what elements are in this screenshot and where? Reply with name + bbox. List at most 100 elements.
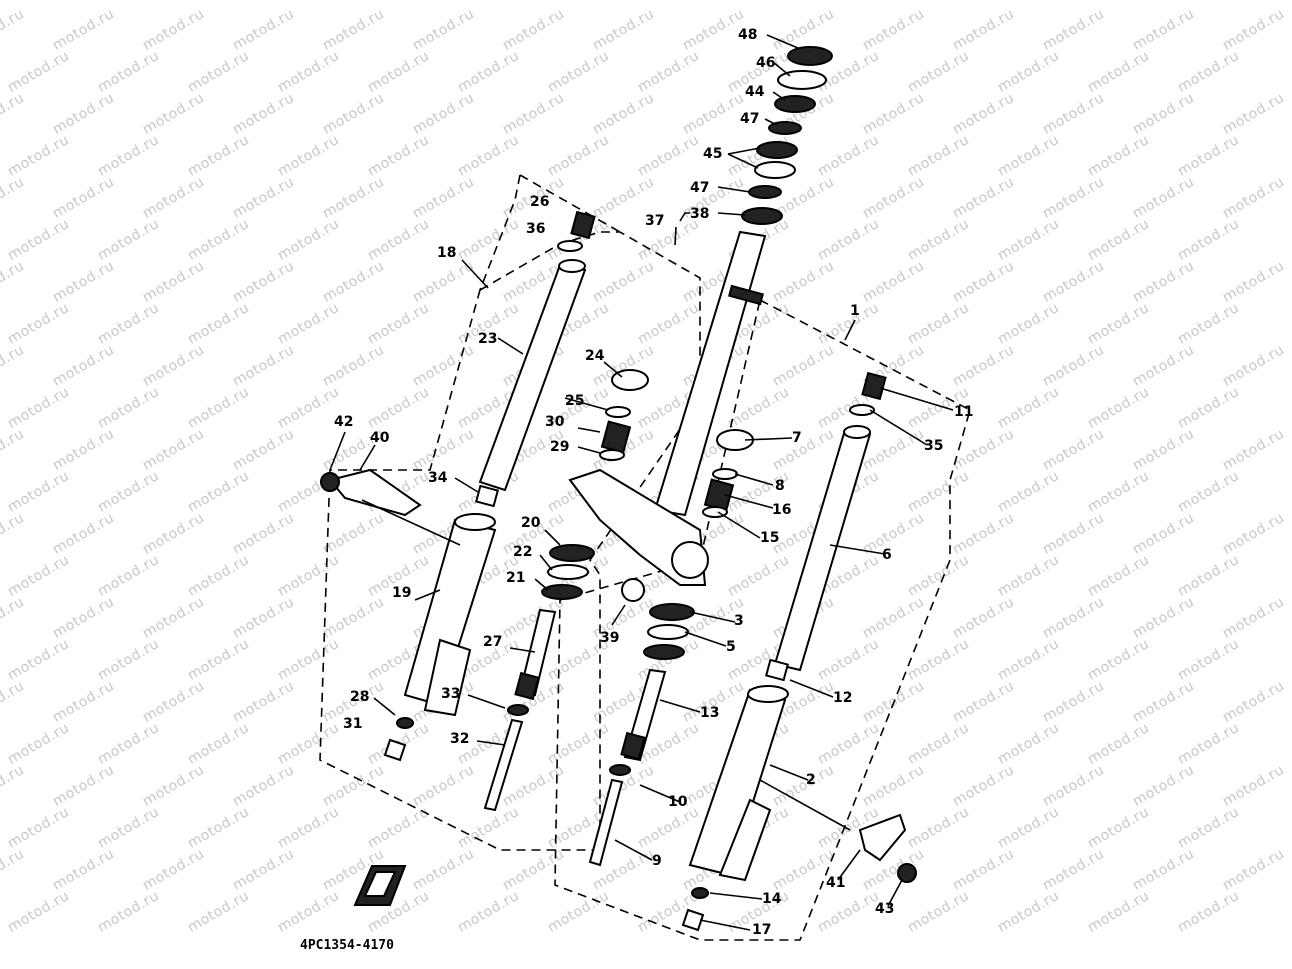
spring-16 [703, 478, 735, 512]
left-outer-lug [423, 638, 472, 717]
damper-rod-27 [518, 608, 557, 697]
seal-20 [549, 544, 595, 562]
label-27: 27 [483, 634, 503, 650]
label-22: 22 [513, 544, 533, 560]
bolt-17 [681, 908, 705, 932]
race-45-bottom [754, 161, 796, 179]
label-41: 41 [826, 875, 846, 891]
bearing-47-bottom [748, 185, 782, 199]
race-45-top [756, 141, 798, 159]
label-16: 16 [772, 502, 792, 518]
ring-nut-48 [787, 46, 833, 66]
right-outer-lug [718, 798, 772, 882]
left-inner-tube [478, 263, 587, 492]
ring-8 [712, 468, 738, 480]
spring-30 [600, 420, 632, 454]
label-33: 33 [441, 686, 461, 702]
rod-9 [588, 778, 624, 867]
label-1: 1 [850, 303, 860, 319]
label-5: 5 [726, 639, 736, 655]
seal-10 [609, 764, 631, 776]
left-tube-top [558, 259, 586, 273]
collar-34 [475, 484, 499, 508]
rod-32 [483, 718, 524, 812]
label-48: 48 [738, 27, 758, 43]
label-13: 13 [700, 705, 720, 721]
plug-39 [621, 578, 645, 602]
seal-3 [649, 603, 695, 621]
label-30: 30 [545, 414, 565, 430]
spring-26 [570, 210, 596, 240]
under-bracket [568, 468, 707, 586]
label-29: 29 [550, 439, 570, 455]
label-8: 8 [775, 478, 785, 494]
cap-24 [611, 369, 649, 391]
bolt-43 [897, 863, 917, 883]
label-17: 17 [752, 922, 772, 938]
label-19: 19 [392, 585, 412, 601]
label-39: 39 [600, 630, 620, 646]
washer-28 [396, 717, 414, 729]
washer-46 [777, 70, 827, 90]
label-12: 12 [833, 690, 853, 706]
washer-36 [557, 240, 583, 252]
rod-spring [514, 671, 540, 701]
ring-25 [605, 406, 631, 418]
washer-21 [541, 584, 583, 600]
clip-5 [647, 624, 689, 640]
label-32: 32 [450, 731, 470, 747]
clip-22 [547, 564, 589, 580]
label-43: 43 [875, 901, 895, 917]
rod13-spring [620, 731, 646, 761]
label-23: 23 [478, 331, 498, 347]
label-28: 28 [350, 689, 370, 705]
label-15: 15 [760, 530, 780, 546]
label-9: 9 [652, 853, 662, 869]
label-35: 35 [924, 438, 944, 454]
diagram-code: 4PC1354-4170 [300, 938, 394, 953]
label-40: 40 [370, 430, 390, 446]
right-outer-top [747, 685, 789, 703]
label-38: 38 [690, 206, 710, 222]
label-3: 3 [734, 613, 744, 629]
label-47b: 47 [690, 180, 710, 196]
washer-35 [849, 404, 875, 416]
under-bracket-clamp [671, 541, 709, 579]
label-46: 46 [756, 55, 776, 71]
bracket-40 [328, 468, 422, 517]
stem-thread [728, 284, 764, 306]
label-14: 14 [762, 891, 782, 907]
label-42: 42 [334, 414, 354, 430]
label-37: 37 [645, 213, 665, 229]
label-10: 10 [668, 794, 688, 810]
label-36: 36 [526, 221, 546, 237]
steering-stem [653, 230, 767, 517]
stem-outline [479, 174, 621, 291]
label-11: 11 [954, 404, 974, 420]
label-6: 6 [882, 547, 892, 563]
seal-33 [507, 704, 529, 716]
right-tube-top [843, 425, 871, 439]
seal-38 [741, 207, 783, 225]
label-20: 20 [521, 515, 541, 531]
spring-11 [861, 371, 887, 401]
label-34: 34 [428, 470, 448, 486]
bolt-42 [320, 472, 340, 492]
left-outer-top [454, 513, 496, 531]
ring-nut-44 [774, 95, 816, 113]
washer-14 [691, 887, 709, 899]
ring-29 [599, 449, 625, 461]
label-31: 31 [343, 716, 363, 732]
label-44: 44 [745, 84, 765, 100]
bracket-41 [858, 813, 907, 862]
label-26: 26 [530, 194, 550, 210]
bolt-31 [383, 738, 407, 762]
label-2: 2 [806, 772, 816, 788]
label-24: 24 [585, 348, 605, 364]
label-25: 25 [565, 393, 585, 409]
label-21: 21 [506, 570, 526, 586]
label-47a: 47 [740, 111, 760, 127]
label-7: 7 [792, 430, 802, 446]
